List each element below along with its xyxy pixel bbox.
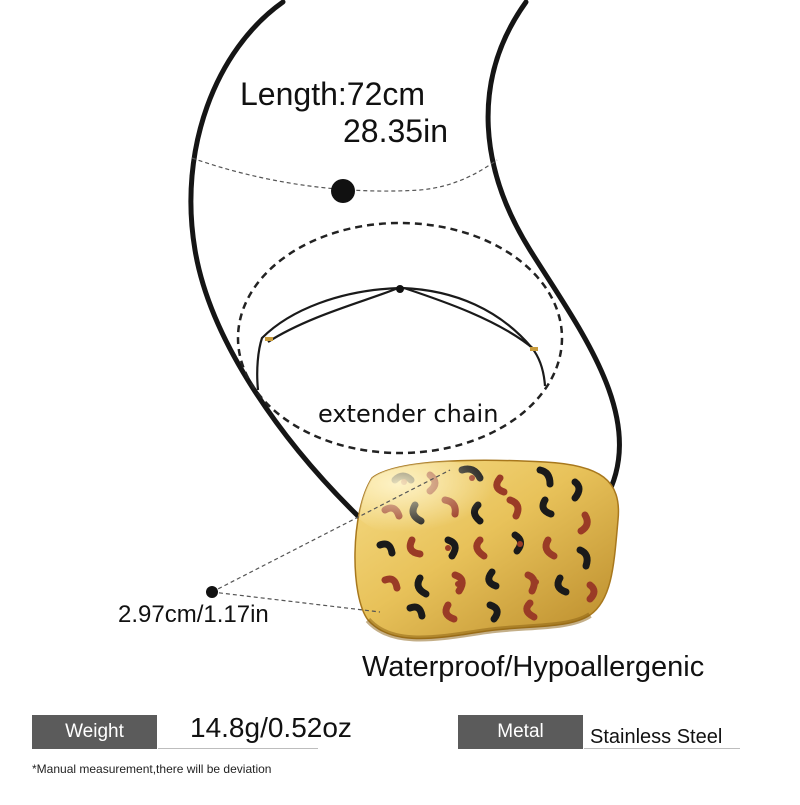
extender-circle [236, 221, 564, 455]
metal-value: Stainless Steel [590, 726, 723, 748]
metal-tag: Metal [458, 715, 583, 749]
pendant-marker-dot [206, 586, 218, 598]
extender-chain [256, 286, 547, 391]
extender-knot [396, 285, 404, 293]
length-label: Length:72cm [240, 76, 426, 112]
pendant-size-label: 2.97cm/1.17in [118, 601, 269, 628]
extender-end-cap [530, 347, 538, 351]
metal-underline [584, 748, 740, 749]
cord [188, 0, 622, 521]
length-inch-label: 28.35in [343, 113, 448, 149]
extender-end-cap [265, 337, 273, 341]
pendant-measure-lines [211, 469, 451, 613]
pendant [354, 459, 620, 642]
footnote: *Manual measurement,there will be deviat… [32, 762, 272, 776]
features-label: Waterproof/Hypoallergenic [362, 651, 705, 683]
weight-tag: Weight [32, 715, 157, 749]
extender-label: extender chain [318, 400, 499, 428]
weight-underline [158, 748, 318, 749]
length-marker-dot [331, 179, 355, 203]
weight-value: 14.8g/0.52oz [190, 712, 352, 743]
